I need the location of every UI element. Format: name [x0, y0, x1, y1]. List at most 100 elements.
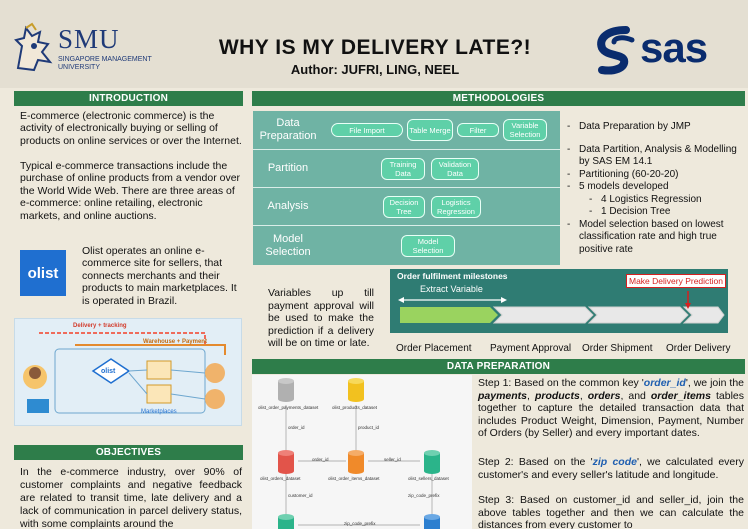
step-training-data: Training Data [381, 158, 425, 180]
step-file-import: File Import [331, 123, 403, 137]
step-decision-tree: Decision Tree [383, 196, 425, 218]
lion-icon [14, 22, 53, 72]
step1-table-orders: orders [587, 389, 621, 402]
bullet-text: 4 Logistics Regression [601, 193, 702, 205]
sas-logo: sas [592, 24, 742, 82]
step-logistics-regression: Logistics Regression [431, 196, 481, 218]
make-delivery-prediction-label: Make Delivery Prediction [628, 276, 723, 286]
intro-paragraph-3: Olist operates an online e-commerce site… [82, 245, 237, 307]
db-icon [348, 378, 364, 402]
db-icon [348, 450, 364, 474]
bullet-text: Model selection based on lowest classifi… [579, 218, 724, 255]
bullet-text: Partitioning (60-20-20) [579, 168, 679, 180]
smu-logo: SMU SINGAPORE MANAGEMENT UNIVERSITY [12, 22, 157, 82]
key-zip-prefix-2: zip_code_prefix [344, 521, 376, 526]
objectives-text: In the e-commerce industry, over 90% of … [20, 466, 242, 529]
milestone-order-shipment: Order Shipment [582, 343, 653, 354]
data-prep-step-3: Step 3: Based on customer_id and seller_… [478, 494, 744, 529]
method-bullet: -Model selection based on lowest classif… [567, 218, 724, 255]
smu-subtitle: SINGAPORE MANAGEMENT UNIVERSITY [58, 56, 158, 72]
sas-wordmark: sas [640, 24, 708, 71]
key-order-id-2: order_id [312, 457, 329, 462]
olist-ecosystem-diagram: Delivery + tracking Warehouse + Payment … [14, 318, 242, 426]
predict-label-box: Make Delivery Prediction [626, 274, 726, 288]
bullet-text: 1 Decision Tree [601, 206, 671, 217]
method-row-partition: Partition Training Data Validation Data [253, 149, 560, 187]
method-bullet: -5 models developed [567, 181, 669, 192]
method-row-analysis: Analysis Decision Tree Logistics Regress… [253, 187, 560, 225]
olist-logo: olist [20, 250, 66, 296]
step1-table-products: products [534, 389, 580, 402]
marketplaces-label: Marketplaces [141, 409, 177, 415]
method-label-data-preparation: Data Preparation [259, 117, 317, 142]
table-order-items-label: olist_order_items_dataset [328, 476, 380, 481]
table-payments-label: olist_order_payments_dataset [258, 405, 319, 410]
method-label-model-selection: Model Selection [265, 233, 311, 258]
step-variable-selection: Variable Selection [503, 119, 547, 141]
method-label-analysis: Analysis [267, 200, 309, 212]
extract-variable-label: Extract Variable [420, 284, 483, 294]
intro-paragraph-2: Typical e-commerce transactions include … [20, 160, 241, 222]
table-orders-label: olist_orders_dataset [260, 476, 301, 481]
key-zip-prefix: zip_code_prefix [408, 493, 440, 498]
step1-text: tables together to capture the detailed … [478, 389, 744, 440]
step2-key: zip code [592, 456, 637, 468]
milestones-title: Order fulfilment milestones [397, 271, 508, 281]
db-icon [278, 378, 294, 402]
method-bullet: -Data Preparation by JMP [567, 121, 691, 132]
db-icon [424, 514, 440, 529]
step-table-merge: Table Merge [407, 119, 453, 141]
step-filter: Filter [457, 123, 499, 137]
method-bullet: -Partitioning (60-20-20) [567, 168, 679, 180]
step-model-selection: Model Selection [401, 235, 455, 257]
db-icon [278, 450, 294, 474]
smu-wordmark: SMU [58, 24, 120, 54]
ecosystem-illustration [23, 332, 226, 414]
bullet-text: 5 models developed [579, 181, 669, 192]
bullet-text: Data Preparation by JMP [579, 121, 691, 132]
step-validation-data: Validation Data [431, 158, 479, 180]
table-sellers-label: olist_sellers_dataset [408, 476, 449, 481]
milestone-payment-approval: Payment Approval [490, 343, 572, 354]
method-sub-bullet: -4 Logistics Regression [589, 193, 702, 205]
step2-text: Step 2: Based on the ' [478, 456, 593, 468]
db-icon [424, 450, 440, 474]
method-row-model-selection: Model Selection Model Selection [253, 225, 560, 265]
bullet-text: Data Partition, Analysis & Modelling by … [579, 143, 737, 168]
method-row-data-preparation: Data Preparation File Import Table Merge… [253, 111, 560, 149]
intro-paragraph-1: E-commerce (electronic commerce) is the … [20, 110, 242, 147]
milestone-order-delivery: Order Delivery [666, 343, 731, 354]
step1-text: Step 1: Based on the common key ' [478, 377, 644, 389]
table-products-label: olist_products_dataset [332, 405, 378, 410]
key-customer-id: customer_id [288, 493, 313, 498]
variables-note: Variables up till payment approval will … [268, 287, 374, 350]
method-bullet: -Data Partition, Analysis & Modelling by… [567, 143, 737, 168]
poster-author: Author: JUFRI, LING, NEEL [290, 62, 460, 77]
introduction-heading: INTRODUCTION [14, 91, 243, 106]
data-prep-step-1: Step 1: Based on the common key 'order_i… [478, 377, 744, 440]
key-product-id: product_id [358, 425, 380, 430]
poster-title: WHY IS MY DELIVERY LATE?! [218, 36, 532, 59]
objectives-heading: OBJECTIVES [14, 445, 243, 460]
step2-text: ', we calculated every customer's and ev… [478, 456, 744, 481]
step1-text: ', we join the [685, 377, 744, 389]
diagram-olist-label: olist [101, 368, 116, 375]
methodologies-heading: METHODOLOGIES [252, 91, 745, 106]
smu-subtitle-line1: SINGAPORE MANAGEMENT [58, 56, 152, 63]
methodology-bullets: -Data Preparation by JMP -Data Partition… [567, 121, 742, 256]
step1-table-order-items: order_items [650, 389, 711, 402]
olist-logo-text: olist [27, 264, 59, 282]
data-preparation-heading: DATA PREPARATION [252, 359, 745, 374]
method-label-partition: Partition [267, 162, 309, 174]
method-sub-bullet: -1 Decision Tree [589, 206, 671, 217]
step1-and: and [628, 389, 646, 402]
sas-swirl-icon [597, 26, 635, 75]
delivery-tracking-label: Delivery + tracking [73, 323, 127, 329]
smu-subtitle-line2: UNIVERSITY [58, 64, 101, 71]
key-seller-id: seller_id [384, 457, 401, 462]
warehouse-label: Warehouse + Payment [143, 339, 207, 345]
milestones-arrows [398, 291, 725, 324]
methodology-flow: Data Preparation File Import Table Merge… [253, 111, 560, 265]
step1-key: order_id [643, 377, 686, 389]
step1-table-payments: payments [478, 389, 528, 402]
